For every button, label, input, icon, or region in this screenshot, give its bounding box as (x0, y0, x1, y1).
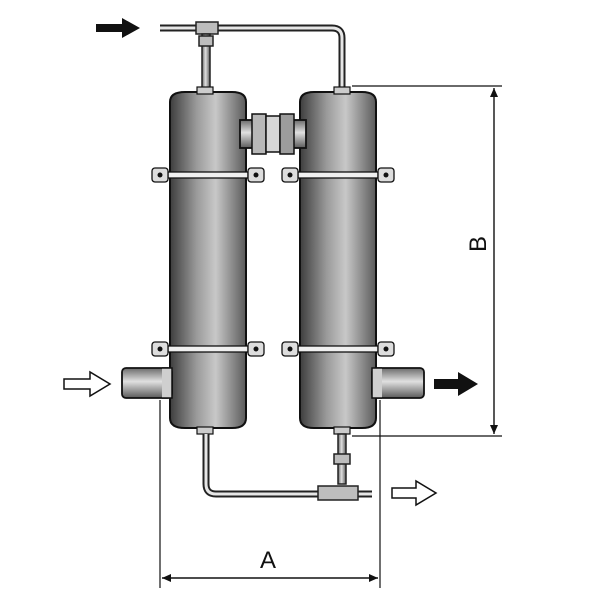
dimension-a: A (159, 400, 381, 588)
dimension-b-label: B (465, 236, 492, 252)
left-vessel-clamp-lower (151, 341, 265, 357)
left-inlet-pipe (121, 367, 173, 399)
right-outlet-arrow (434, 372, 478, 396)
left-vessel (151, 86, 265, 435)
bottom-outlet-pipe (202, 433, 372, 501)
vessel-connector-coupling (239, 113, 307, 155)
top-inlet-arrow (96, 18, 140, 38)
left-vessel-clamp-upper (151, 167, 265, 183)
bottom-outlet-arrow (391, 479, 438, 507)
dimension-b: B (352, 85, 502, 437)
right-vessel (281, 86, 395, 435)
right-outlet-pipe (371, 367, 425, 399)
left-inlet-arrow (63, 370, 112, 398)
right-vessel-clamp-lower (281, 341, 395, 357)
top-inlet-pipe (160, 21, 346, 93)
dimension-a-label: A (260, 547, 276, 574)
right-vessel-clamp-upper (281, 167, 395, 183)
